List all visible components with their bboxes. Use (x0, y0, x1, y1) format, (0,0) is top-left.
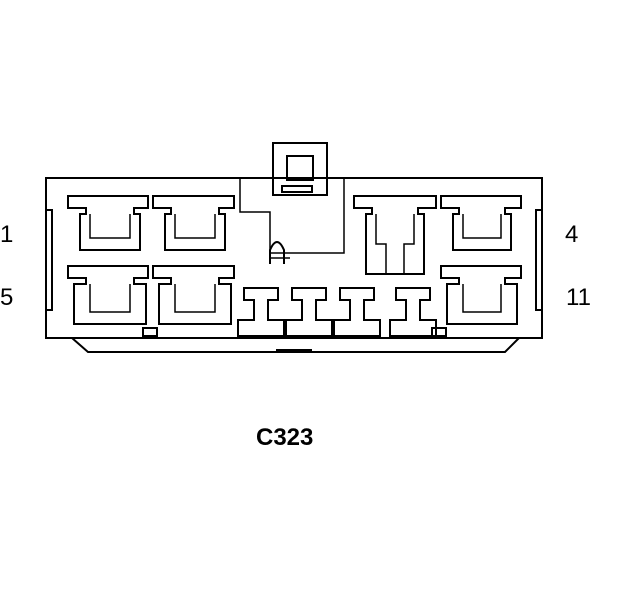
cavity-pin-6 (152, 265, 235, 325)
cavity-pin-1 (67, 195, 149, 251)
cavity-pin-10 (389, 287, 437, 337)
cavity-pin-11 (440, 265, 522, 325)
connector-housing (45, 177, 543, 339)
cavity-pin-8 (285, 287, 333, 337)
bottom-tab-right (431, 327, 447, 337)
bottom-lip-tab (276, 349, 312, 353)
cavity-pin-5 (67, 265, 149, 325)
internal-wall-left (239, 178, 345, 254)
cavity-pin-9 (333, 287, 381, 337)
cavity-pin-4 (440, 195, 522, 251)
polarizing-key (269, 241, 290, 264)
bottom-tab-left (142, 327, 158, 337)
pin-label-4: 4 (565, 221, 579, 248)
left-lock-rib (45, 209, 53, 311)
cavity-pin-7 (237, 287, 285, 337)
pin-label-1: 1 (0, 221, 14, 248)
right-lock-rib (535, 209, 543, 311)
top-latch (272, 142, 328, 196)
connector-id-label: C323 (256, 424, 314, 451)
pin-label-5: 5 (0, 284, 14, 311)
cavity-pin-2 (152, 195, 235, 251)
cavity-pin-3 (353, 195, 437, 275)
pin-label-11: 11 (566, 284, 591, 311)
